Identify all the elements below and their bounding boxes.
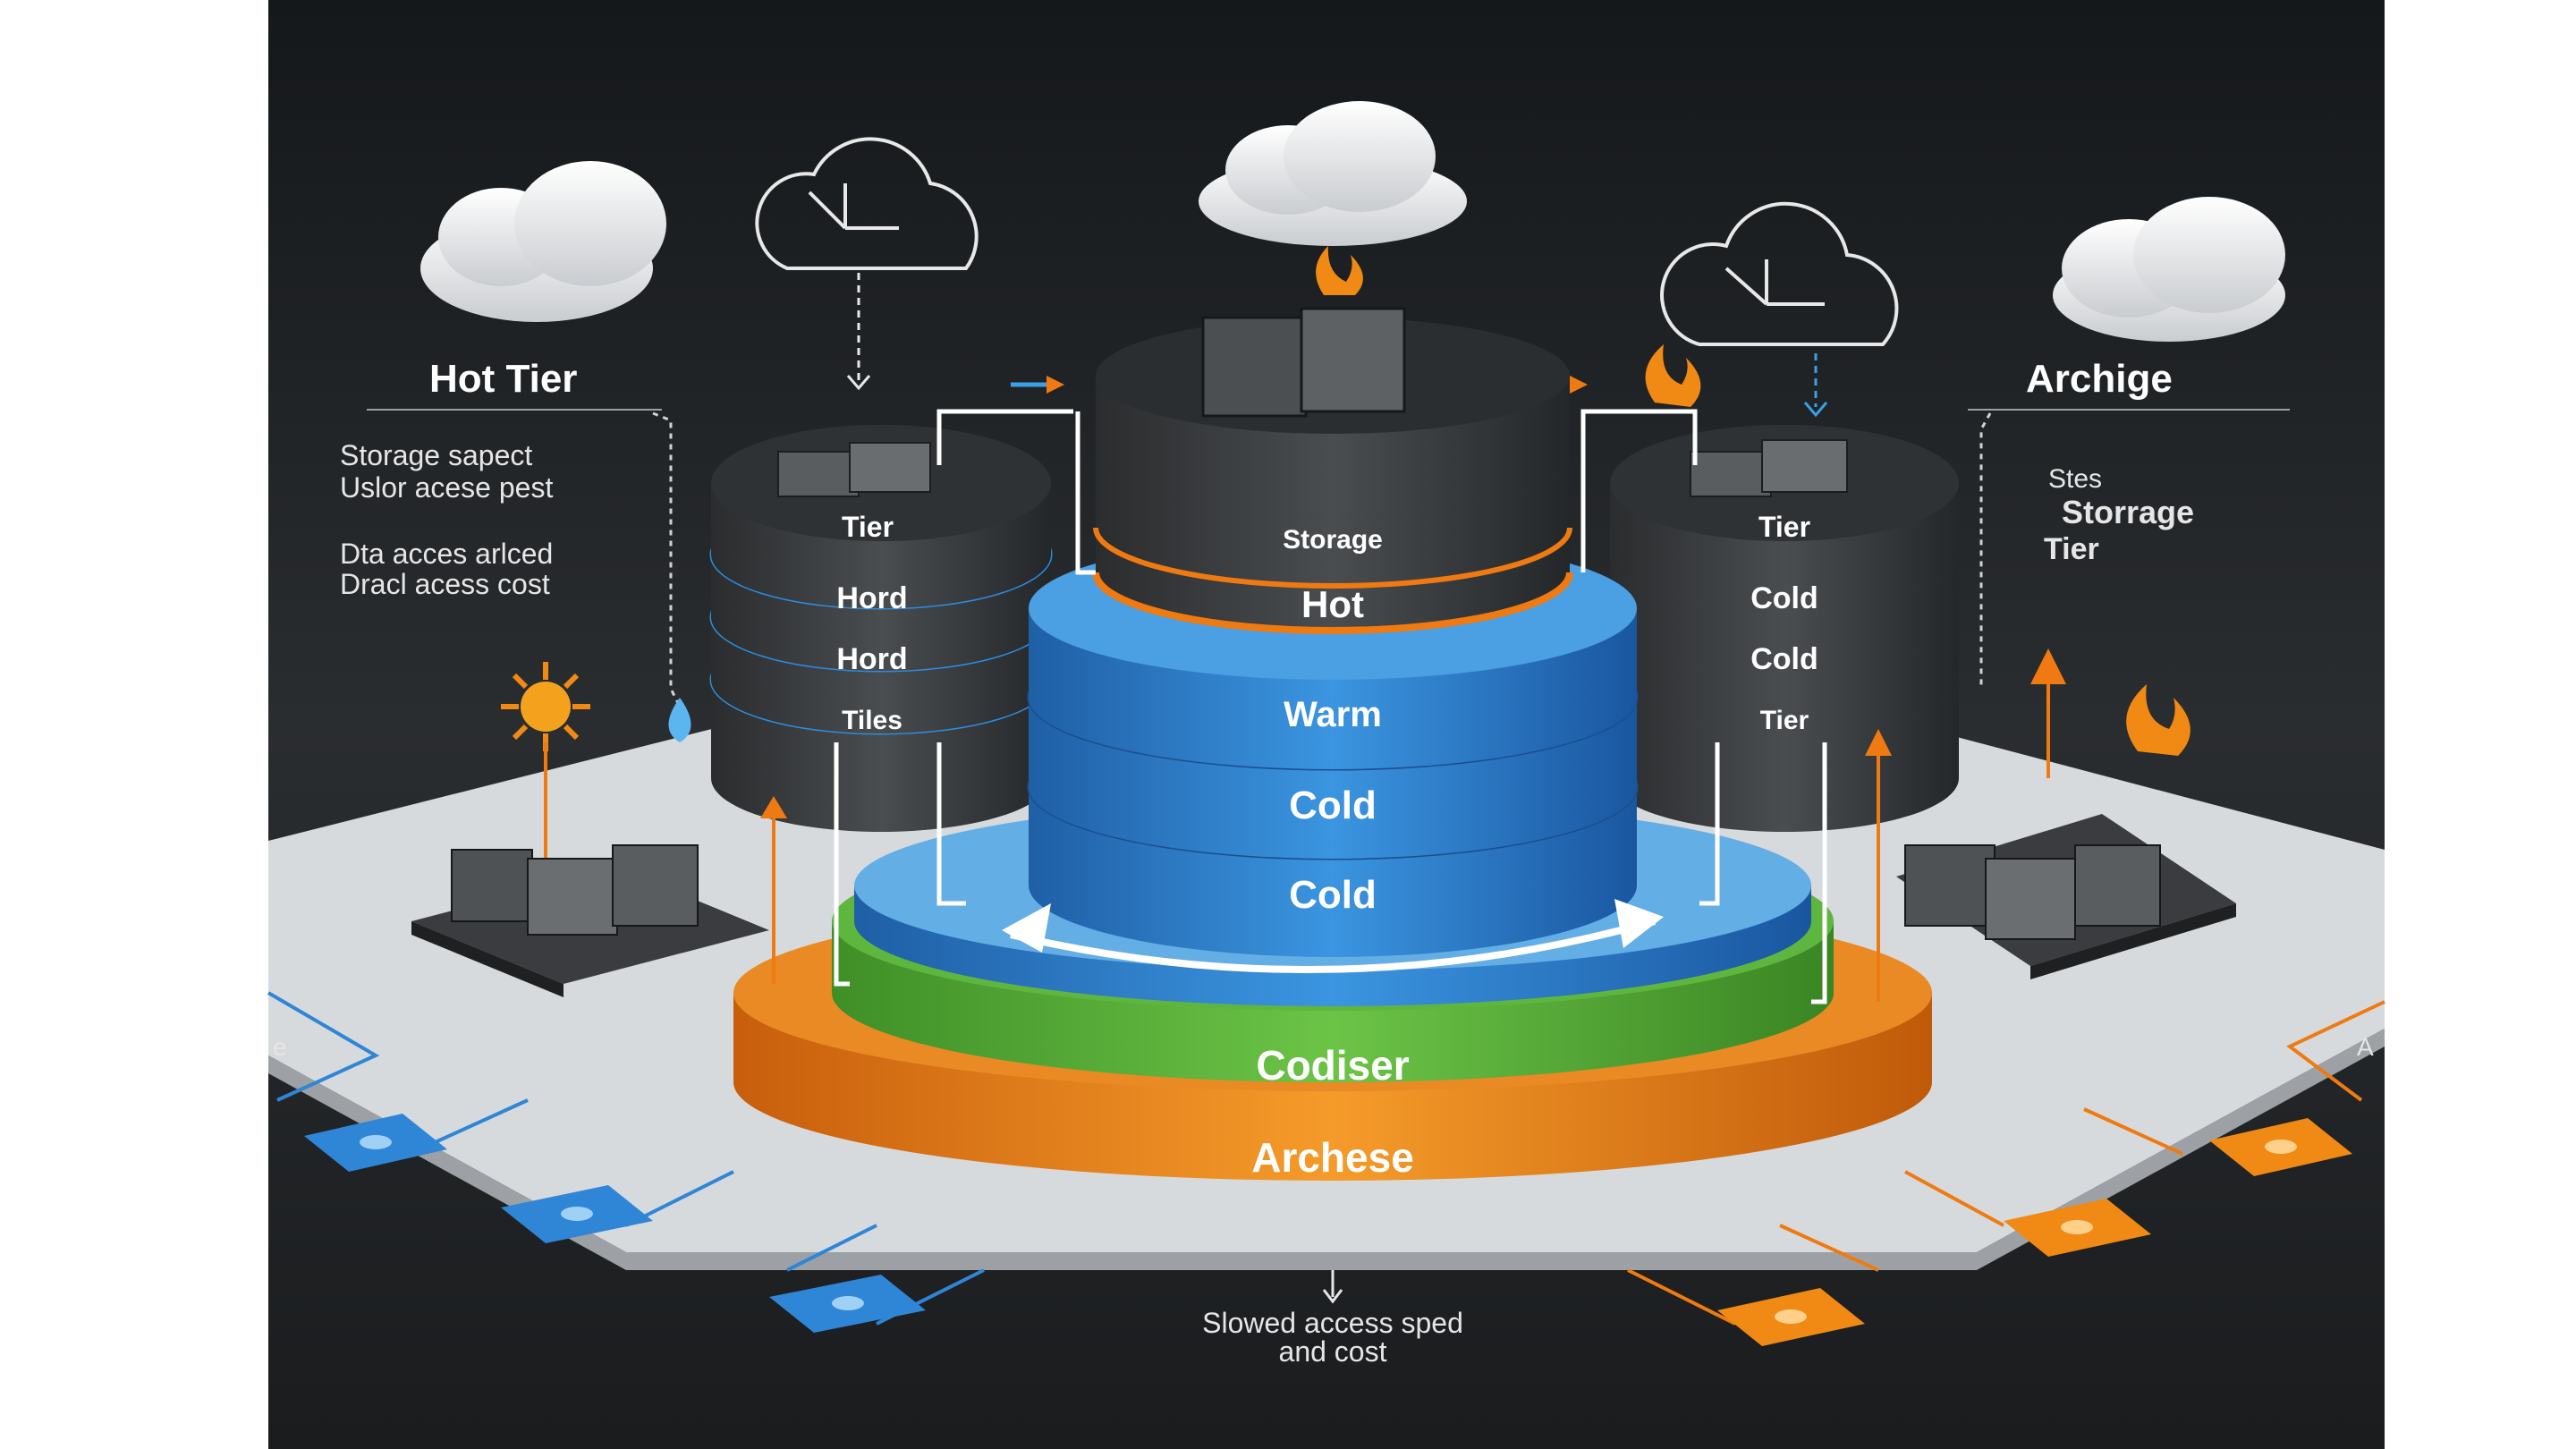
center-label-cold-1: Cold <box>1289 784 1377 827</box>
left-edge-label: e <box>273 1033 287 1061</box>
right-server-rack <box>1896 814 2236 979</box>
sun-icon <box>501 662 590 751</box>
cycle-arrow <box>1010 918 1657 974</box>
right-stack-label-tier-bottom: Tier <box>1760 706 1809 735</box>
center-label-archese: Archese <box>1251 1134 1414 1181</box>
left-server-rack <box>411 844 769 997</box>
left-stack-label-hord-2: Hord <box>836 642 907 676</box>
orange-flow-tile <box>2209 1118 2352 1176</box>
cloud-outline-icon <box>755 137 979 270</box>
bottom-caption-line-2: and cost <box>1279 1335 1387 1368</box>
right-stack-label-cold-1: Cold <box>1750 581 1818 615</box>
left-panel-line-4: Dracl acess cost <box>340 568 550 600</box>
left-stack-label-tiles: Tiles <box>842 706 902 735</box>
orange-flow-tile <box>2004 1199 2151 1257</box>
right-stack-label-cold-2: Cold <box>1750 642 1818 676</box>
center-label-storage: Storage <box>1283 525 1383 555</box>
right-panel-line-2: Storrage <box>2062 494 2194 530</box>
center-label-codiser: Codiser <box>1256 1042 1409 1089</box>
archive-title: Archige <box>2026 357 2173 401</box>
orange-flow-tile <box>1717 1288 1865 1346</box>
right-edge-label: A <box>2357 1033 2374 1061</box>
cloud-icon <box>1199 101 1467 246</box>
blue-flow-tile <box>501 1185 653 1243</box>
flame-icon <box>2126 684 2190 756</box>
center-label-cold-2: Cold <box>1289 873 1377 917</box>
left-stack-label-hord-1: Hord <box>836 581 907 615</box>
right-storage-stack <box>1610 425 1959 832</box>
left-panel-line-2: Uslor acese pest <box>340 471 553 504</box>
flame-icon <box>1645 344 1701 407</box>
left-panel-line-3: Dta acces arlced <box>340 538 553 570</box>
left-stack-label-tier: Tier <box>842 511 894 543</box>
left-panel-line-1: Storage sapect <box>340 439 532 471</box>
bottom-caption-line-1: Slowed access sped <box>1202 1307 1463 1339</box>
right-stack-label-tier: Tier <box>1758 511 1810 543</box>
right-panel-line-1: Stes <box>2048 464 2102 494</box>
water-drop-icon <box>668 698 691 742</box>
blue-flow-tile <box>304 1114 447 1172</box>
left-storage-stack <box>709 425 1053 832</box>
cloud-outline-icon <box>1659 201 1899 346</box>
blue-flow-tile <box>769 1275 926 1333</box>
hot-tier-title: Hot Tier <box>429 357 577 401</box>
right-panel-line-3: Tier <box>2044 532 2099 566</box>
center-label-hot: Hot <box>1301 583 1364 625</box>
cloud-icon <box>420 161 666 322</box>
cloud-icon <box>2053 197 2285 342</box>
center-label-warm: Warm <box>1284 695 1382 734</box>
